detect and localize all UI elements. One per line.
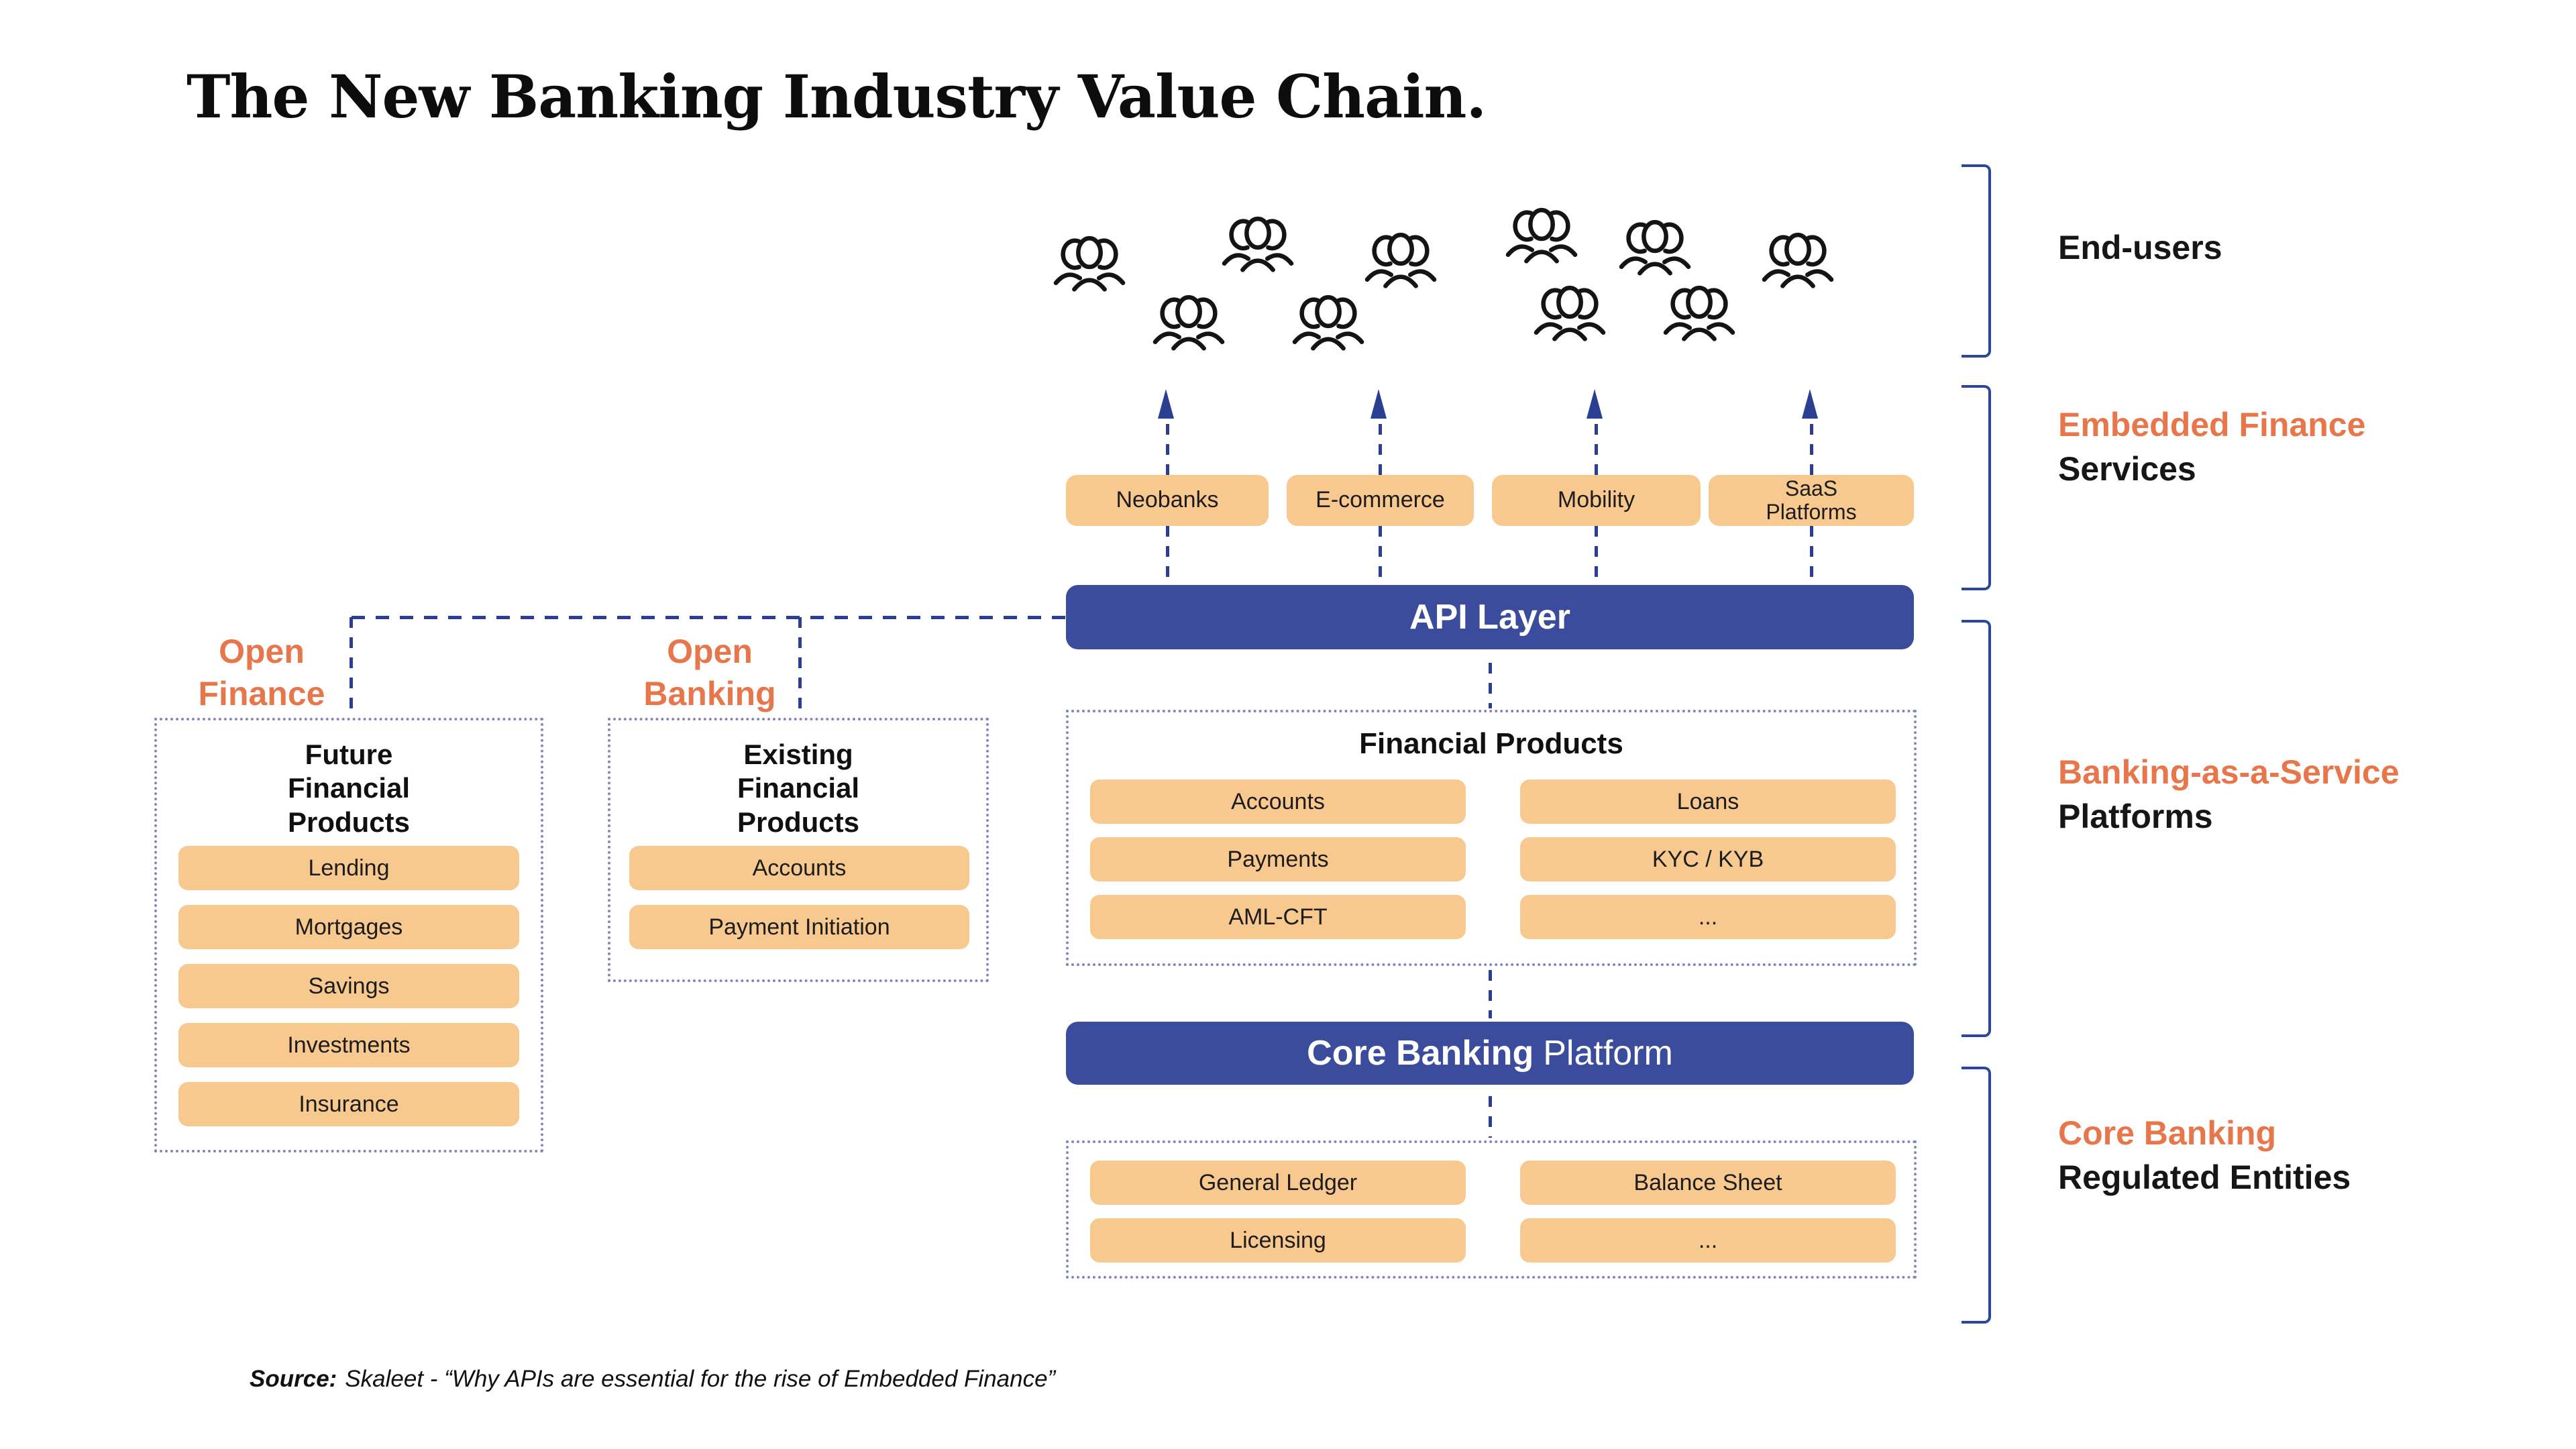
open-banking-label: Open Banking — [643, 633, 776, 712]
pill-lending: Lending — [178, 846, 519, 890]
pill-payment-initiation: Payment Initiation — [629, 905, 969, 949]
label-end-users: End-users — [2058, 225, 2222, 270]
dashed-connector — [1595, 526, 1598, 585]
dashed-connector — [1166, 526, 1169, 585]
ef-box-saas-platforms: SaaS Platforms — [1709, 475, 1914, 526]
dashed-connector — [1810, 424, 1813, 475]
arrow-up-icon — [1587, 389, 1603, 419]
pill-investments: Investments — [178, 1023, 519, 1067]
end-users-text: End-users — [2058, 229, 2222, 266]
embedded-finance-accent: Embedded Finance — [2058, 406, 2366, 443]
users-group-icon — [1148, 288, 1229, 356]
dashed-connector — [1489, 1096, 1492, 1138]
api-layer-bar: API Layer — [1066, 585, 1914, 649]
ef-box-ecommerce: E-commerce — [1287, 475, 1474, 526]
dashed-connector — [352, 616, 1066, 619]
dashed-connector — [798, 617, 802, 718]
future-products-box: Future Financial Products Lending Mortga… — [154, 718, 543, 1152]
ef-box-mobility: Mobility — [1492, 475, 1701, 526]
dashed-connector — [1379, 526, 1382, 585]
users-group-icon — [1218, 210, 1298, 277]
embedded-finance-rest: Services — [2058, 450, 2196, 488]
existing-products-box: Existing Financial Products Accounts Pay… — [608, 718, 989, 982]
ef-box-neobanks: Neobanks — [1066, 475, 1269, 526]
pill-loans: Loans — [1520, 780, 1896, 824]
core-banking-rest: Regulated Entities — [2058, 1159, 2351, 1196]
arrow-up-icon — [1158, 389, 1174, 419]
core-banking-bar: Core Banking Platform — [1066, 1022, 1914, 1085]
dashed-connector — [1379, 424, 1382, 475]
page-title: The New Banking Industry Value Chain. — [186, 62, 1487, 131]
dashed-connector — [1166, 424, 1169, 475]
pill-mortgages: Mortgages — [178, 905, 519, 949]
dashed-connector — [350, 617, 353, 718]
core-banking-accent: Core Banking — [2058, 1114, 2277, 1152]
dashed-connector — [1489, 663, 1492, 708]
ef-box-label: Neobanks — [1116, 487, 1219, 513]
users-group-icon — [1501, 201, 1582, 268]
pill-kyc-kyb: KYC / KYB — [1520, 837, 1896, 881]
pill-licensing: Licensing — [1090, 1218, 1466, 1263]
baas-rest: Platforms — [2058, 798, 2213, 835]
pill-aml-cft: AML-CFT — [1090, 895, 1466, 939]
users-group-icon — [1659, 279, 1739, 346]
bracket-core-banking — [1962, 1067, 1991, 1324]
users-group-icon — [1288, 288, 1368, 356]
dashed-connector — [1595, 424, 1598, 475]
bracket-baas — [1962, 620, 1991, 1037]
bracket-embedded-finance — [1962, 385, 1991, 590]
baas-accent: Banking-as-a-Service — [2058, 753, 2400, 791]
pill-balance-sheet: Balance Sheet — [1520, 1161, 1896, 1205]
dashed-connector — [1810, 526, 1813, 585]
pill-accounts-ob: Accounts — [629, 846, 969, 890]
label-embedded-finance-services: Embedded Finance Services — [2058, 402, 2365, 491]
core-banking-box: General Ledger Licensing Balance Sheet .… — [1066, 1140, 1917, 1279]
open-finance-label: Open Finance — [198, 633, 325, 712]
users-group-icon — [1758, 226, 1838, 293]
ef-box-label: E-commerce — [1316, 487, 1445, 513]
arrow-up-icon — [1371, 389, 1387, 419]
arrow-up-icon — [1802, 389, 1818, 419]
core-banking-bar-bold: Core Banking — [1307, 1034, 1534, 1073]
source-note: Source: Skaleet - “Why APIs are essential… — [250, 1366, 1055, 1393]
future-products-title: Future Financial Products — [287, 739, 411, 838]
users-group-icon — [1529, 279, 1610, 346]
existing-products-title: Existing Financial Products — [737, 739, 860, 838]
ef-box-label: Mobility — [1557, 487, 1635, 513]
bracket-end-users — [1962, 164, 1991, 358]
dashed-connector — [1489, 970, 1492, 1018]
financial-products-title: Financial Products — [1359, 727, 1623, 760]
pill-ellipsis: ... — [1520, 895, 1896, 939]
ef-box-label: SaaS Platforms — [1766, 476, 1857, 524]
pill-insurance: Insurance — [178, 1082, 519, 1126]
pill-general-ledger: General Ledger — [1090, 1161, 1466, 1205]
users-group-icon — [1615, 213, 1695, 280]
api-layer-label: API Layer — [1409, 598, 1570, 637]
source-prefix: Source: — [250, 1366, 337, 1392]
pill-payments: Payments — [1090, 837, 1466, 881]
pill-ellipsis-core: ... — [1520, 1218, 1896, 1263]
source-text: Skaleet - “Why APIs are essential for th… — [345, 1366, 1056, 1392]
pill-savings: Savings — [178, 964, 519, 1008]
pill-accounts: Accounts — [1090, 780, 1466, 824]
users-group-icon — [1049, 229, 1130, 297]
financial-products-box: Financial Products Accounts Payments AML… — [1066, 710, 1917, 966]
label-baas-platforms: Banking-as-a-Service Platforms — [2058, 750, 2400, 839]
label-core-banking-regulated: Core Banking Regulated Entities — [2058, 1111, 2351, 1199]
core-banking-bar-regular: Platform — [1543, 1034, 1673, 1073]
users-group-icon — [1360, 226, 1441, 293]
